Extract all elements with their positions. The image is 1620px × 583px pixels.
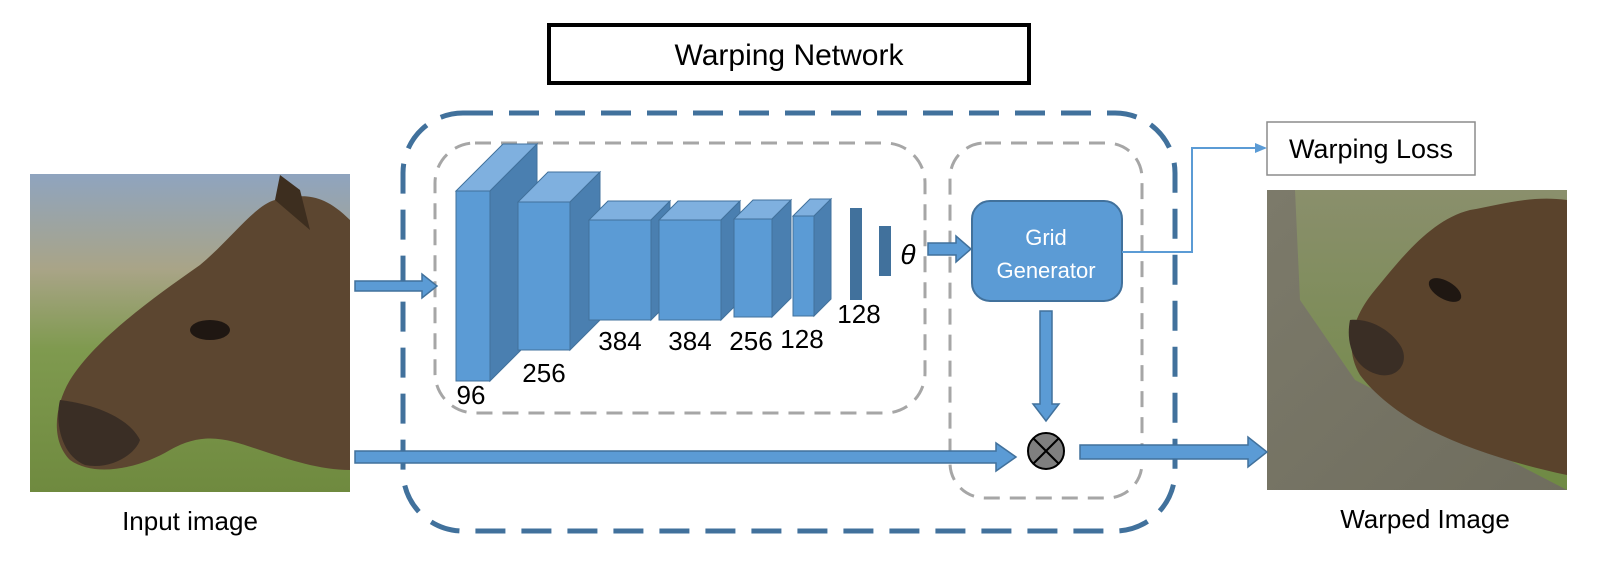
warped-horse-muzzle	[1348, 319, 1404, 376]
arrow-input-to-cnn	[354, 272, 439, 300]
cnn-layer-label: 384	[598, 326, 641, 356]
warping-loss-frame	[1266, 121, 1476, 176]
cnn-block-front	[792, 215, 815, 317]
warped-horse-eye	[1428, 278, 1462, 302]
cnn-block-front	[733, 218, 773, 318]
input-image-caption: Input image	[122, 506, 258, 536]
title-frame	[547, 23, 1031, 85]
grid-generator-line2: Generator	[996, 258, 1095, 283]
theta-symbol: θ	[900, 239, 915, 270]
cnn-block-front	[455, 190, 491, 382]
cnn-blocks: 96 256 384 384 256 128	[454, 142, 833, 410]
arrows	[354, 234, 1269, 473]
fc-layer-label: 128	[837, 299, 880, 329]
title-box: Warping Network	[547, 23, 1031, 85]
cnn-layer-label: 128	[780, 324, 823, 354]
input-image	[30, 174, 350, 492]
cnn-block-side	[771, 198, 792, 319]
horse-muzzle	[58, 400, 140, 466]
cnn-block-2: 256	[516, 170, 602, 388]
cnn-layer-label: 96	[457, 380, 486, 410]
warped-image	[1267, 190, 1567, 490]
cnn-block-5: 256	[729, 198, 793, 356]
warping-loss-label: Warping Loss	[1289, 134, 1453, 164]
fc-bar-128	[850, 208, 862, 300]
arrow-theta-to-grid	[927, 234, 973, 264]
cnn-block-4: 384	[657, 199, 742, 356]
cnn-block-front	[588, 219, 652, 321]
cnn-block-6: 128	[780, 197, 833, 354]
arrow-input-to-multiply	[354, 441, 1018, 473]
arrow-grid-to-multiply	[1031, 310, 1061, 423]
cnn-block-front	[517, 201, 571, 351]
cnn-layer-label: 256	[729, 326, 772, 356]
grid-generator: Grid Generator	[971, 200, 1123, 302]
arrow-grid-to-loss	[1122, 143, 1267, 253]
title-text: Warping Network	[675, 39, 905, 72]
arrow-multiply-to-output	[1079, 435, 1269, 469]
multiply-cross-b	[1032, 437, 1060, 465]
grid-generator-box	[971, 200, 1123, 302]
cnn-layer-label: 384	[668, 326, 711, 356]
horse-ear	[275, 175, 310, 230]
warping-loss-box: Warping Loss	[1266, 121, 1476, 176]
cnn-layer-label: 256	[522, 358, 565, 388]
multiply-node	[1027, 432, 1065, 470]
grid-generator-line1: Grid	[1025, 225, 1067, 250]
cnn-block-front	[658, 219, 722, 321]
cnn-block-3: 384	[587, 199, 672, 356]
warped-image-caption: Warped Image	[1340, 504, 1510, 534]
warping-network-container	[400, 110, 1178, 534]
sampler-box	[948, 141, 1144, 500]
fc-bar-theta	[879, 226, 891, 276]
cnn-block-side	[813, 197, 832, 318]
horse-eye	[190, 320, 230, 340]
warped-horse-head	[1351, 198, 1567, 476]
